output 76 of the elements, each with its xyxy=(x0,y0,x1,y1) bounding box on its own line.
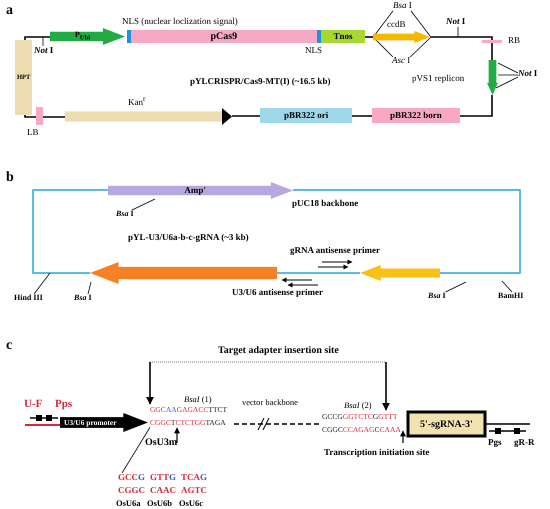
leader-line xyxy=(88,282,92,294)
leader-line xyxy=(374,10,394,36)
text-label: OsU6a xyxy=(116,499,141,508)
backbone-line xyxy=(232,115,260,117)
dna-sequence: CAAC xyxy=(150,486,176,496)
site-label: Not I xyxy=(518,69,538,79)
backbone-line xyxy=(43,116,65,118)
backbone-line xyxy=(277,272,360,274)
text-label: OsU6c xyxy=(179,499,204,508)
backbone-line xyxy=(365,36,373,38)
dna-sequence: CGGC xyxy=(118,486,145,496)
leader-line xyxy=(496,76,518,88)
gene-label: pCas9 xyxy=(210,31,238,42)
backbone-line xyxy=(491,43,493,60)
dna-sequence: GCCG xyxy=(118,473,146,483)
text-label: vector backbone xyxy=(242,398,298,408)
gene-label: P$_{Ubi}$ xyxy=(74,31,90,42)
dna-sequence: GTTG xyxy=(150,473,176,483)
leader-line xyxy=(498,74,518,76)
gene-label: RB xyxy=(508,36,520,46)
panel-letter: b xyxy=(6,170,14,186)
plasmid-name: pYL-U3/U6a-b-c-gRNA (~3 kb) xyxy=(128,233,249,243)
text-label: OsU3m xyxy=(145,437,178,448)
gene-label: Amp' xyxy=(184,186,206,196)
site-label: Not I xyxy=(446,17,466,27)
gene-label: pBR322 born xyxy=(390,110,442,120)
leader-line xyxy=(122,426,150,474)
site-label: Bsa I xyxy=(393,1,412,11)
text-label: BsaI (2) xyxy=(344,401,372,410)
text-label: U-F xyxy=(24,398,42,410)
leader-line xyxy=(445,282,466,292)
site-label: Bsa I xyxy=(428,292,446,301)
backbone-line xyxy=(24,115,36,118)
panel-letter: c xyxy=(6,338,12,354)
site-label: Bsa I xyxy=(116,210,134,219)
gene-label: Tnos xyxy=(334,32,353,42)
backbone-line xyxy=(352,115,372,117)
leader-line xyxy=(498,62,518,74)
text-label: gR-R xyxy=(514,438,534,448)
gene-label: ccdB xyxy=(387,20,406,30)
leader-line xyxy=(34,272,50,294)
text-label: Pgs xyxy=(488,438,502,448)
text-label: U3/U6 antisense primer xyxy=(232,288,323,298)
site-label: Bsa I xyxy=(74,294,92,303)
dna-sequence: AGTC xyxy=(181,486,208,496)
gene-label: LB xyxy=(27,128,39,138)
text-label: Target adapter insertion site xyxy=(218,345,339,356)
leader-line xyxy=(132,198,156,210)
text-label: pUC18 backbone xyxy=(292,199,358,209)
gene-label: 5'-sgRNA-3' xyxy=(420,418,473,430)
text-label: gRNA antisense primer xyxy=(290,246,380,256)
leader-line xyxy=(410,10,430,36)
site-label: Asc I xyxy=(392,56,410,66)
leader-line xyxy=(42,36,44,46)
site-label: BamHI xyxy=(498,292,524,301)
dna-sequence: TCAG xyxy=(181,473,208,483)
text-label: OsU6b xyxy=(147,499,172,508)
gene-label: NLS xyxy=(305,46,322,56)
plasmid-name: pYLCRISPR/Cas9-MT(I) (~16.5 kb) xyxy=(190,77,330,87)
backbone-line xyxy=(293,189,521,274)
backbone-line xyxy=(430,36,493,40)
backbone-line xyxy=(32,189,108,274)
gene-label: Kan$^{r}$ xyxy=(128,95,146,108)
site-label: Hind III xyxy=(14,294,43,303)
panel-letter: a xyxy=(6,3,13,18)
backbone-line xyxy=(24,36,50,40)
backbone-line xyxy=(460,95,493,117)
gene-label: NLS (nuclear loclization signal) xyxy=(122,17,238,27)
gene-label: pVS1 replicon xyxy=(412,74,464,84)
text-label: Pps xyxy=(55,398,72,410)
text-label: Transcription initiation site xyxy=(324,448,430,458)
leader-line xyxy=(410,38,430,58)
text-label: BsaI (1) xyxy=(184,395,212,404)
gene-label: pBR322 ori xyxy=(284,110,328,120)
leader-line xyxy=(502,280,512,292)
site-label: Not I xyxy=(34,46,54,56)
